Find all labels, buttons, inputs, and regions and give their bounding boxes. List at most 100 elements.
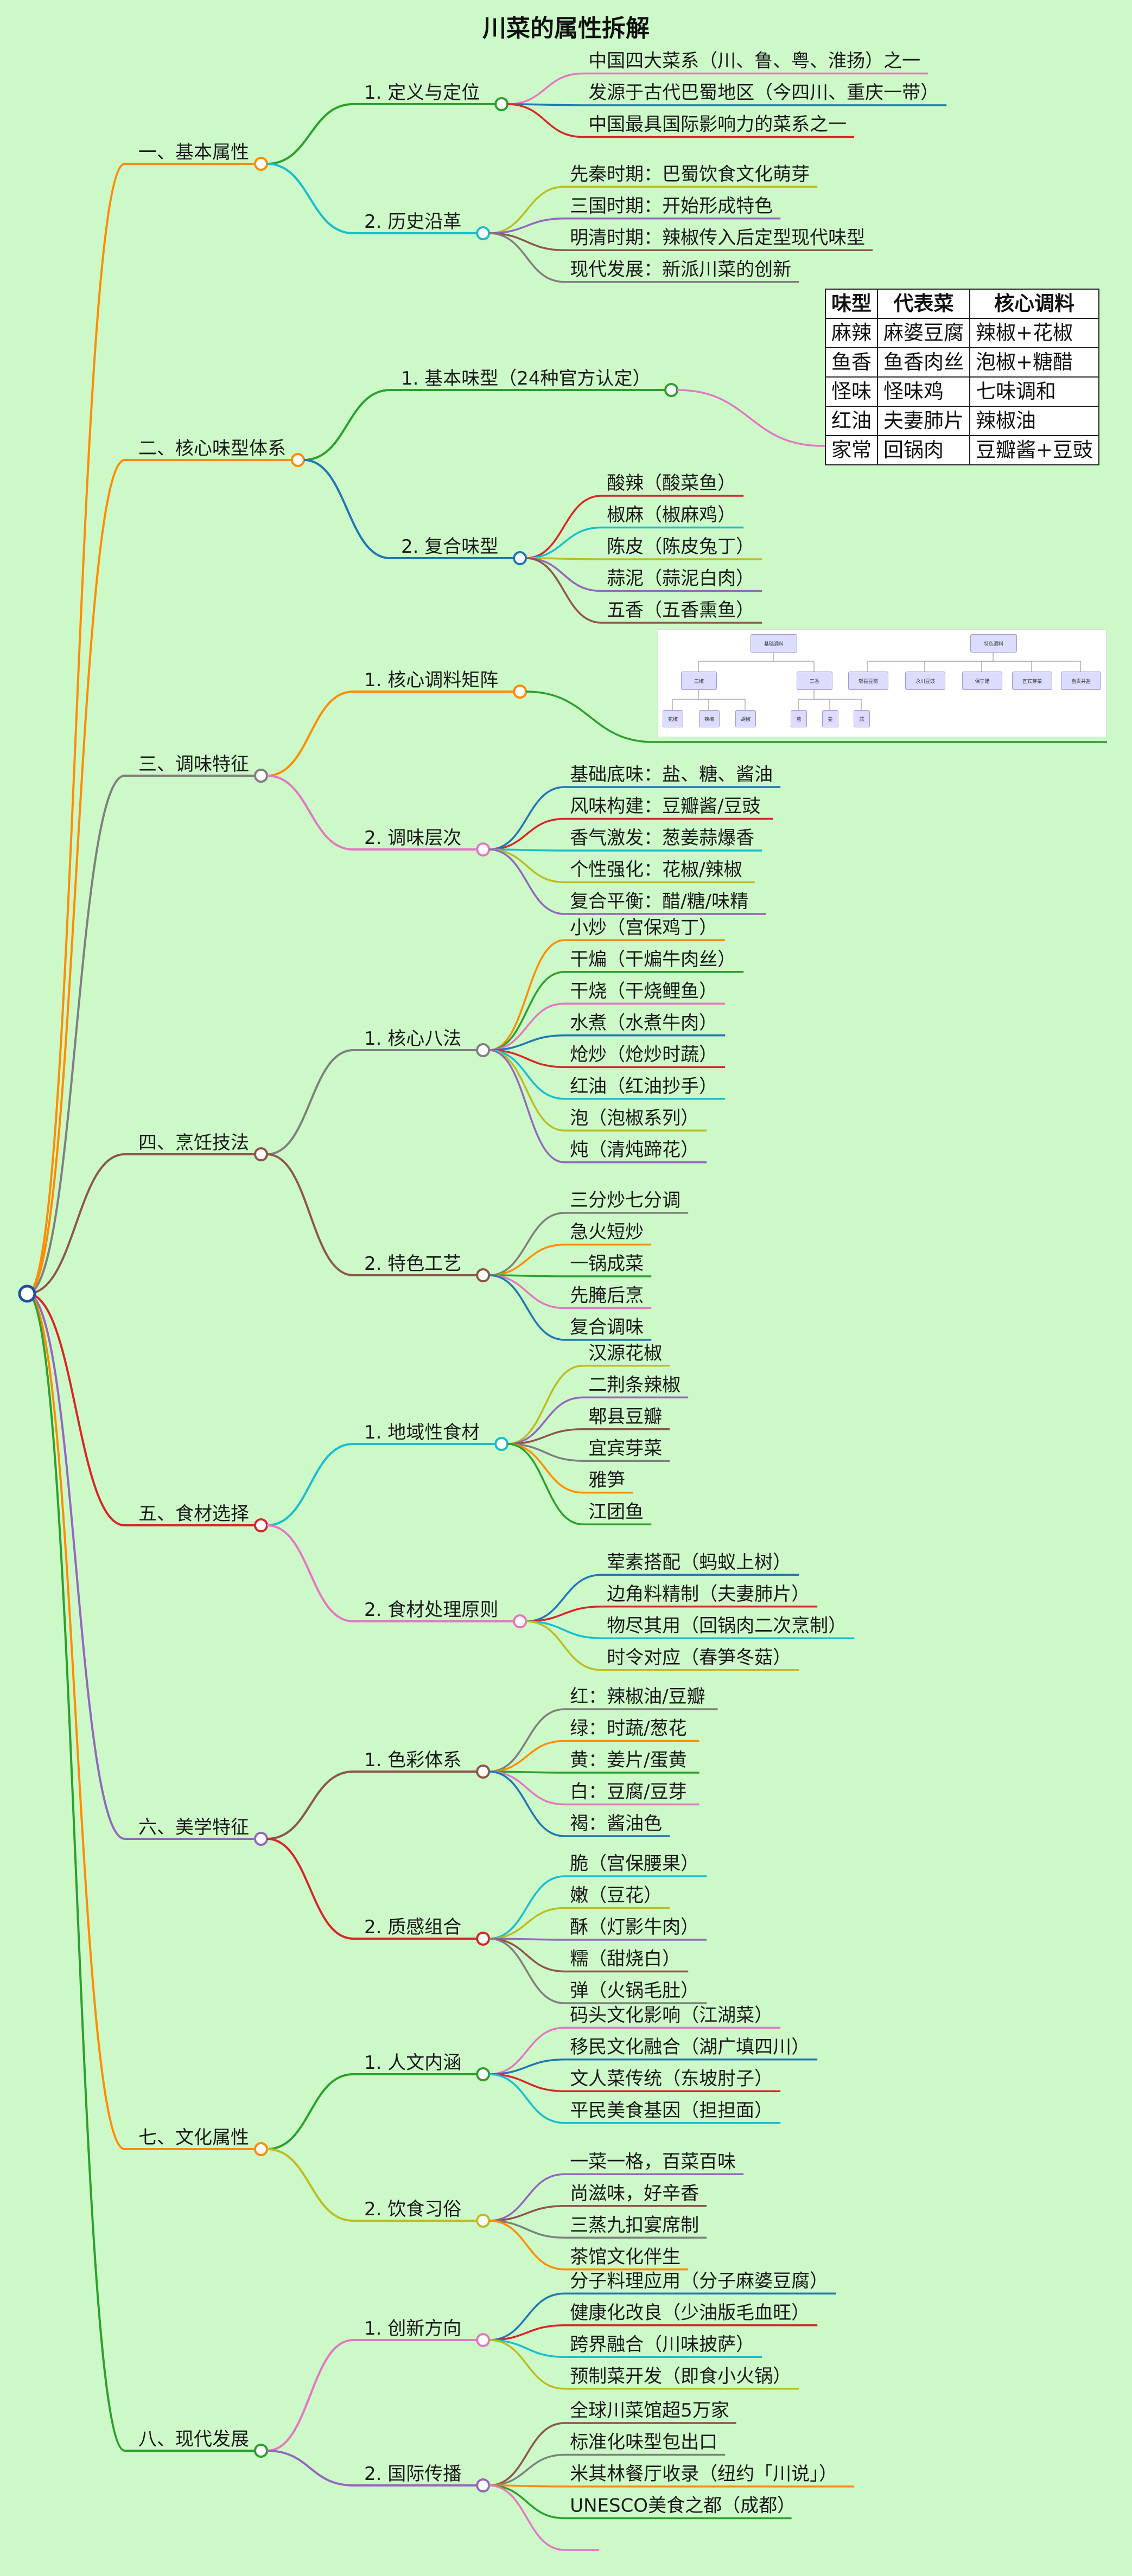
- leaf-connector: [489, 1708, 718, 1773]
- leaf-label: 移民文化融合（湖广填四川）: [570, 2036, 810, 2058]
- leaf-connector: [489, 1938, 689, 1973]
- sub-label: 1. 核心八法: [364, 1028, 461, 1050]
- leaf-connector: [489, 1212, 689, 1276]
- leaf-connector: [526, 1574, 799, 1622]
- leaf-label: 发源于古代巴蜀地区（今四川、重庆一带）: [588, 82, 939, 104]
- diagram-connector: [526, 691, 1107, 743]
- leaf-connector: [507, 103, 855, 138]
- leaf-label: 基础底味：盐、糖、酱油: [570, 764, 773, 785]
- leaf-connector: [526, 557, 762, 592]
- sub-node: [494, 97, 509, 111]
- flavor-table-cell: 家常: [825, 435, 878, 465]
- leaf-label: 米其林餐厅收录（纽约「川说」）: [570, 2463, 837, 2485]
- branch-label: 八、现代发展: [138, 2428, 249, 2450]
- sub-label: 2. 复合味型: [401, 536, 498, 558]
- sub-connector: [266, 1153, 478, 1276]
- leaf-label: 物尽其用（回锅肉二次烹制）: [607, 1615, 847, 1637]
- sub-label: 2. 质感组合: [364, 1916, 461, 1938]
- matrix-node: 辣椒: [699, 710, 720, 727]
- leaf-label: UNESCO美食之都（成都）: [570, 2495, 796, 2517]
- root-node: [18, 1284, 36, 1303]
- sub-label: 1. 人文内涵: [364, 2052, 461, 2074]
- leaf-connector: [489, 1049, 707, 1132]
- leaf-label: 炖（清炖蹄花）: [570, 1139, 699, 1161]
- leaf-connector: [489, 817, 773, 851]
- leaf-label: 风味构建：豆瓣酱/豆豉: [570, 796, 760, 817]
- branch-connector: [27, 1293, 255, 2452]
- sub-node: [476, 2333, 491, 2347]
- sub-node: [476, 1043, 491, 1057]
- sub-label: 2. 历史沿革: [364, 211, 461, 233]
- matrix-node: 胡椒: [735, 710, 756, 727]
- leaf-label: 汉源花椒: [588, 1343, 662, 1364]
- leaf-label: 预制菜开发（即食小火锅）: [570, 2366, 791, 2387]
- leaf-connector: [507, 1443, 633, 1494]
- matrix-node: 姜: [822, 710, 838, 727]
- branch-label: 七、文化属性: [138, 2127, 249, 2149]
- leaf-connector: [489, 1740, 699, 1773]
- sub-connector: [266, 103, 496, 165]
- leaf-label: 五香（五香熏鱼）: [607, 599, 754, 621]
- leaf-connector: [507, 1443, 670, 1462]
- sub-connector: [266, 2339, 478, 2452]
- flavor-table-cell: 怪味: [825, 376, 878, 407]
- sub-label: 2. 食材处理原则: [364, 1599, 498, 1621]
- leaf-label: 复合调味: [570, 1316, 644, 1338]
- matrix-connector: [981, 661, 993, 672]
- leaf-connector: [489, 848, 762, 852]
- matrix-connector: [698, 651, 774, 672]
- branch-node: [254, 157, 268, 171]
- leaf-label: 茶馆文化伴生: [570, 2246, 681, 2268]
- sub-connector: [266, 1770, 478, 1840]
- branch-node: [254, 769, 268, 783]
- leaf-label: 平民美食基因（担担面）: [570, 2100, 773, 2121]
- leaf-connector: [526, 1620, 855, 1639]
- leaf-label: 边角料精制（夫妻肺片）: [607, 1583, 810, 1605]
- sub-node: [513, 685, 527, 699]
- leaf-label: 小炒（宫保鸡丁）: [570, 917, 717, 938]
- branch-connector: [27, 1293, 255, 2150]
- flavor-table-cell: 夫妻肺片: [877, 406, 970, 436]
- leaf-label: 干煸（干煸牛肉丝）: [570, 949, 736, 970]
- sub-node: [476, 1765, 491, 1779]
- leaf-label: 糯（甜烧白）: [570, 1948, 681, 1970]
- branch-connector: [27, 1293, 255, 1526]
- branch-node: [254, 2444, 268, 2458]
- leaf-connector: [507, 1428, 670, 1445]
- leaf-connector: [489, 2339, 799, 2390]
- matrix-node: 蒜: [854, 710, 870, 727]
- leaf-label: 酥（灯影牛肉）: [570, 1916, 699, 1938]
- branch-connector: [27, 163, 255, 1295]
- page-title: 川菜的属性拆解: [482, 15, 650, 42]
- leaf-label: 跨界融合（川味披萨）: [570, 2334, 754, 2355]
- leaf-label: 三国时期：开始形成特色: [570, 195, 773, 217]
- leaf-connector: [489, 2484, 855, 2488]
- leaf-connector: [489, 1274, 652, 1309]
- leaf-connector: [489, 1770, 699, 1806]
- branch-label: 四、烹饪技法: [138, 1132, 249, 1154]
- leaf-connector: [526, 1620, 799, 1671]
- leaf-connector: [489, 2220, 707, 2239]
- matrix-node: 花椒: [663, 710, 683, 727]
- branch-node: [254, 1147, 268, 1161]
- flavor-table-row: 怪味 怪味鸡 七味调和: [825, 376, 1100, 407]
- leaf-connector: [489, 1049, 726, 1100]
- branch-node: [254, 1832, 268, 1846]
- leaf-label: 中国四大菜系（川、鲁、粤、淮扬）之一: [588, 50, 920, 72]
- leaf-connector: [489, 1034, 726, 1051]
- leaf-connector: [489, 848, 755, 884]
- leaf-label: 水煮（水煮牛肉）: [570, 1012, 717, 1034]
- sub-node: [476, 1932, 491, 1946]
- leaf-connector: [489, 1875, 707, 1940]
- leaf-connector: [526, 557, 762, 560]
- matrix-connector: [924, 661, 993, 672]
- leaf-connector: [489, 218, 781, 234]
- flavor-table-cell: 麻婆豆腐: [877, 318, 970, 348]
- table-connector: [677, 389, 1072, 447]
- leaf-label: 标准化味型包出口: [570, 2432, 717, 2453]
- flavor-table-cell: 七味调和: [969, 376, 1100, 407]
- leaf-connector: [489, 1274, 652, 1341]
- matrix-node: 基础调料: [751, 634, 797, 653]
- leaf-label: 红油（红油抄手）: [570, 1076, 717, 1097]
- flavor-table-cell: 鱼香肉丝: [877, 347, 970, 378]
